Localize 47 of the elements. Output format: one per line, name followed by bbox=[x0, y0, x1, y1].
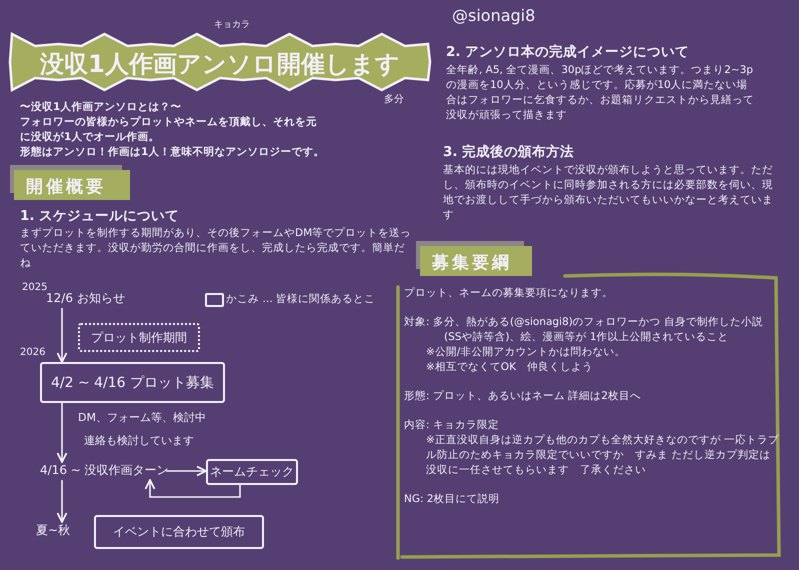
legend-text: かこみ … 皆様に関係あるとこ bbox=[226, 292, 376, 306]
step-box bbox=[40, 362, 225, 403]
requirement-text: プロット、ネームの募集要項になります。 bbox=[404, 286, 614, 301]
intro-text: 形態はアンソロ！作画は1人！意味不明なアンソロジーです。 bbox=[20, 145, 326, 160]
step-box bbox=[94, 515, 264, 549]
title-text: 没収1人作画アンソロ開催します bbox=[38, 49, 401, 80]
requirement-text: 内容: キョカラ限定 bbox=[404, 418, 500, 433]
ruby-text: キョカラ bbox=[214, 19, 250, 31]
step-label: 4/2 ~ 4/16 プロット募集 bbox=[50, 374, 216, 392]
section-heading: 募集要綱 bbox=[432, 252, 512, 274]
section-heading: 2. アンソロ本の完成イメージについて bbox=[446, 44, 690, 61]
flow-arrow bbox=[56, 403, 68, 463]
flow-arrow bbox=[144, 479, 241, 498]
step-text: 4/16 ~ 没収作画ターン bbox=[40, 462, 166, 480]
section-heading: 3. 完成後の頒布方法 bbox=[443, 144, 576, 161]
requirement-text: NG: 2枚目にて説明 bbox=[404, 492, 501, 507]
note-text: DM、フォーム等、検討中 bbox=[78, 410, 206, 425]
intro-heading: 〜没収1人作画アンソロとは？〜 bbox=[20, 100, 182, 115]
note-text: 連絡も検討しています bbox=[84, 433, 194, 448]
requirement-text: ※相互でなくてOK 仲良くしよう bbox=[425, 360, 594, 375]
flow-arrow bbox=[56, 480, 68, 523]
note-text: 多分 bbox=[384, 93, 404, 106]
requirement-text: ※公開/非公開アカウントかは問わない。 bbox=[425, 345, 626, 360]
requirement-text: 形態: プロット、あるいはネーム 詳細は2枚目へ bbox=[404, 389, 642, 404]
step-label: ネームチェック bbox=[209, 464, 295, 480]
step-label: プロット制作期間 bbox=[90, 329, 188, 346]
section-tag bbox=[14, 170, 130, 200]
handle-text: @sionagi8 bbox=[452, 6, 536, 25]
requirement-text: 対象: 多分、熱がある(@sionagi8)のフォロワーかつ 自身で制作した小説(SSや詩等含)、絵、漫画等が 1作以上公開されていること bbox=[404, 315, 764, 345]
section-tag bbox=[420, 246, 532, 276]
step-box bbox=[206, 459, 298, 485]
body-text: 全年齢, A5, 全て漫画、30pほどで考えています。つまり2~3pの漫画を10人分、という感じです。応募が10人に満たない場合はフォロワーに乞食するか、お題箱リクエストから見繕って没収が頑張って描きます bbox=[446, 63, 755, 123]
requirement-text: ※正直没収自身は逆カプも他のカプも全然大好きなのですが 一応トラブル防止のためキョカラ限定でいいですか すみま ただし逆カプ判定は没収に一任させてもらいます 了承ください bbox=[425, 433, 780, 478]
step-text: 夏~秋 bbox=[36, 522, 88, 546]
title-banner bbox=[8, 32, 432, 92]
step-label: イベントに合わせて頒布 bbox=[112, 524, 246, 540]
body-text: 基本的には現地イベントで没収が頒布しようと思っています。ただし、頒布時のイベントに同時参加される方には必要部数を伺い、現地でお渡しして手づから頒布いただいてもいいかなーと考えています bbox=[443, 163, 773, 223]
body-text: まずプロットを制作する期間があり、その後フォームやDM等でプロットを送っていただきます。没収が勤労の合間に作画をし、完成したら完成です。簡単だね bbox=[20, 226, 412, 271]
intro-text: フォロワーの皆様からプロットやネームを頂戴し、それを元に没収が1人でオール作画。 bbox=[20, 115, 318, 145]
section-heading: 開催概要 bbox=[26, 176, 106, 198]
year-text: 2025 bbox=[22, 282, 48, 293]
flow-arrow bbox=[166, 466, 207, 476]
step-text: 12/6 お知らせ bbox=[46, 290, 146, 308]
period-box bbox=[78, 323, 200, 352]
section-heading: 1. スケジュールについて bbox=[20, 208, 180, 225]
flow-arrow bbox=[56, 308, 68, 363]
year-text: 2026 bbox=[20, 347, 46, 358]
